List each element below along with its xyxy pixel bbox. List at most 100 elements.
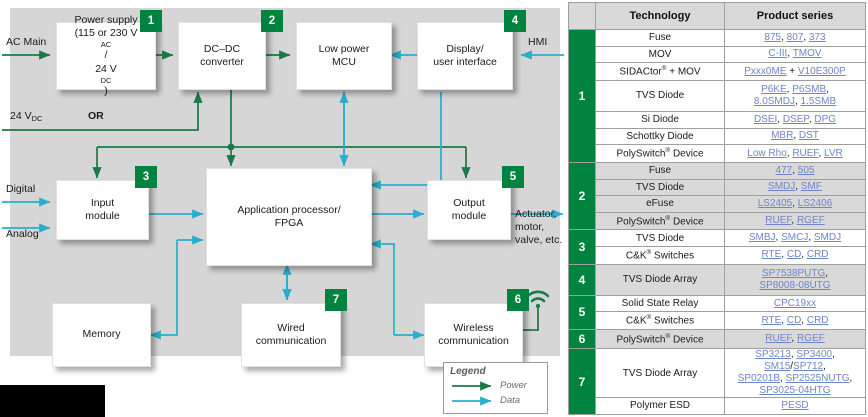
product-link[interactable]: SMF: [800, 181, 822, 193]
product-link[interactable]: Pxxx0ME: [744, 65, 787, 77]
product-series-cell[interactable]: LS2405, LS2406: [724, 195, 866, 213]
product-link[interactable]: SP0201B: [737, 373, 780, 385]
product-series-cell[interactable]: SP3213, SP3400, SM15/SP712,SP0201B, SP25…: [724, 348, 866, 399]
product-link[interactable]: SP7538PUTG: [761, 267, 826, 279]
product-link[interactable]: DPG: [814, 113, 837, 125]
product-series-cell[interactable]: CPC19xx: [724, 294, 866, 313]
product-link[interactable]: 807: [786, 31, 804, 43]
product-link[interactable]: V10E300P: [797, 65, 846, 77]
product-link[interactable]: SP3025-04HTG: [759, 385, 831, 397]
product-link[interactable]: SP3400: [796, 349, 832, 361]
product-link[interactable]: RGEF: [796, 333, 825, 345]
product-link[interactable]: CD: [786, 314, 802, 326]
product-link[interactable]: SMDJ: [768, 181, 796, 193]
product-link[interactable]: RUEF: [792, 147, 819, 159]
block-application-processor[interactable]: Application processor/FPGA: [206, 168, 372, 266]
product-link[interactable]: C-III: [768, 48, 788, 60]
legend-data-label: Data: [500, 395, 521, 406]
product-series-cell[interactable]: Low Rho, RUEF, LVR: [724, 144, 866, 163]
product-link[interactable]: CPC19xx: [773, 297, 817, 309]
product-series-cell[interactable]: Pxxx0ME + V10E300P: [724, 62, 866, 81]
product-link[interactable]: CD: [786, 249, 802, 261]
product-link[interactable]: LS2405: [757, 197, 793, 209]
product-series-cell[interactable]: RUEF, RGEF: [724, 329, 866, 350]
product-link[interactable]: SMBJ: [748, 232, 776, 244]
product-link[interactable]: DSEI: [753, 113, 778, 125]
technology-cell: MOV: [595, 45, 725, 64]
badge-5: 5: [502, 166, 524, 188]
product-link[interactable]: SMCJ: [781, 232, 809, 244]
product-series-cell[interactable]: C-III, TMOV: [724, 45, 866, 64]
technology-cell: Si Diode: [595, 110, 725, 129]
product-link[interactable]: SP2525NUTG: [785, 373, 850, 385]
product-link[interactable]: RUEF: [765, 333, 792, 345]
product-link[interactable]: LVR: [824, 147, 843, 159]
product-link[interactable]: SP3213: [755, 349, 791, 361]
product-link[interactable]: LS2406: [797, 197, 833, 209]
block-wireless-line1: Wireless: [453, 321, 494, 334]
product-series-cell[interactable]: 875, 807, 373: [724, 29, 866, 47]
product-link[interactable]: P6SMB: [792, 83, 827, 95]
product-link[interactable]: RTE: [761, 314, 782, 326]
product-link[interactable]: Low Rho: [747, 147, 787, 159]
product-link[interactable]: P6KE: [761, 83, 787, 95]
product-link[interactable]: DSEP: [782, 113, 809, 125]
block-display-user-interface[interactable]: Display/user interface: [417, 22, 513, 90]
separator: ,: [781, 31, 787, 43]
separator: ,: [791, 215, 797, 227]
table-header-row: Technology Product series: [568, 2, 866, 30]
product-series-cell[interactable]: PESD: [724, 397, 866, 415]
product-link[interactable]: RGEF: [796, 215, 825, 227]
product-series-cell[interactable]: RUEF, RGEF: [724, 211, 866, 231]
product-series-cell[interactable]: P6KE, P6SMB,8.0SMDJ, 1.5SMB: [724, 79, 866, 112]
product-link[interactable]: SP712: [793, 361, 824, 373]
product-link[interactable]: 8.0SMDJ: [753, 95, 795, 107]
product-link[interactable]: TMOV: [792, 48, 822, 60]
group-number-1: 1: [568, 29, 596, 163]
product-link[interactable]: PESD: [781, 400, 809, 412]
product-link[interactable]: 1.5SMB: [800, 95, 837, 107]
product-link[interactable]: 373: [808, 31, 826, 43]
product-link[interactable]: SP8008-08UTG: [759, 279, 831, 291]
product-link[interactable]: SM15: [764, 361, 791, 373]
block-output-line1: Output: [453, 196, 485, 209]
product-link[interactable]: DST: [798, 130, 819, 142]
product-series-cell[interactable]: RTE, CD, CRD: [724, 246, 866, 265]
product-series-cell[interactable]: RTE, CD, CRD: [724, 311, 866, 331]
header-product-series: Product series: [724, 2, 866, 30]
product-series-cell[interactable]: MBR, DST: [724, 127, 866, 146]
technology-cell: SIDACtor® + MOV: [595, 62, 725, 81]
black-redaction-bar: [0, 385, 105, 417]
product-link[interactable]: 875: [764, 31, 782, 43]
product-link[interactable]: SMDJ: [813, 232, 842, 244]
product-link[interactable]: 477: [775, 164, 793, 176]
product-link[interactable]: RTE: [761, 249, 782, 261]
product-link[interactable]: 505: [797, 164, 815, 176]
product-series-cell[interactable]: SP7538PUTG,SP8008-08UTG: [724, 263, 866, 296]
product-series-cell[interactable]: DSEI, DSEP, DPG: [724, 110, 866, 129]
product-link[interactable]: MBR: [771, 130, 794, 142]
block-wired-line1: Wired: [277, 321, 305, 334]
product-series-cell[interactable]: SMDJ, SMF: [724, 178, 866, 197]
product-link[interactable]: CRD: [806, 314, 829, 326]
product-series-cell[interactable]: SMBJ, SMCJ, SMDJ: [724, 229, 866, 248]
group-number-5: 5: [568, 294, 596, 331]
block-memory[interactable]: Memory: [52, 303, 151, 367]
legend-arrows: [452, 381, 492, 406]
technology-cell: Fuse: [595, 29, 725, 47]
product-series-cell[interactable]: 477, 505: [724, 161, 866, 180]
product-link[interactable]: RUEF: [765, 215, 792, 227]
product-link[interactable]: CRD: [806, 249, 829, 261]
